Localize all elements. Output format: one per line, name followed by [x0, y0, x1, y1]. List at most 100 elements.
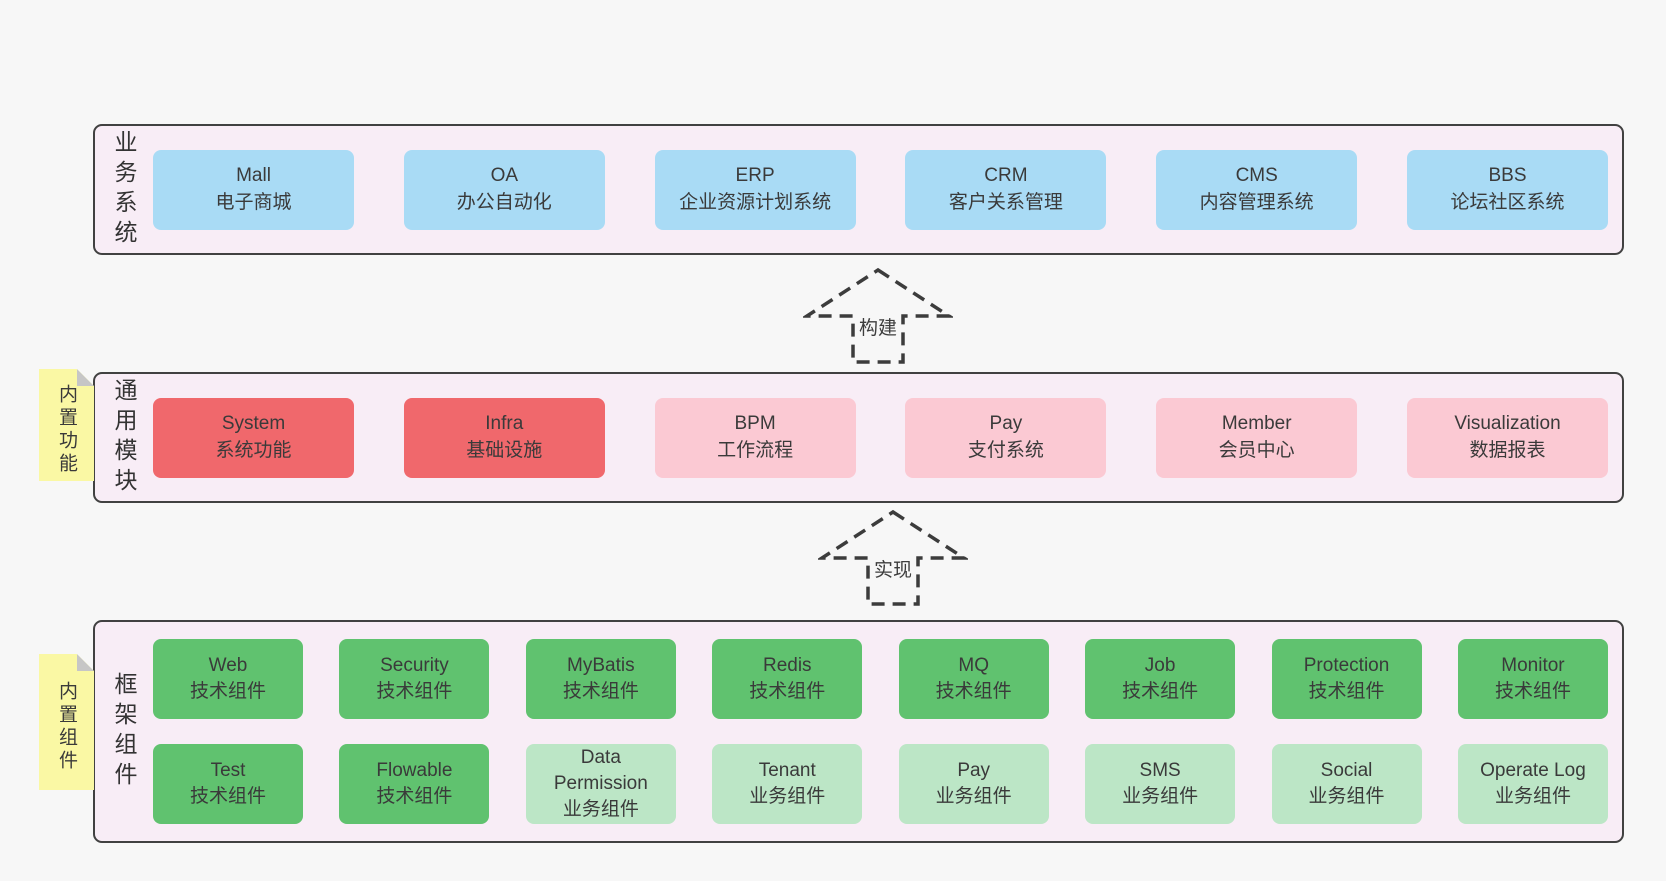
box-subtitle: 论坛社区系统 [1450, 191, 1565, 213]
box-title: ERP [735, 165, 775, 187]
box-subtitle: 技术组件 [1308, 681, 1385, 702]
layer-label-business: 业务系统 [111, 129, 137, 250]
diagram-box-mybatis: MyBatis 技术组件 [525, 639, 676, 719]
box-title: Visualization [1454, 413, 1561, 435]
layer-framework-components: 框架组件 Web 技术组件 Security 技术组件 MyBatis 技术组件 Redis… [93, 620, 1624, 843]
box-subtitle: 技术组件 [1122, 681, 1199, 702]
box-subtitle: 电子商城 [215, 191, 292, 213]
box-subtitle: 数据报表 [1469, 439, 1546, 461]
box-title: Test [210, 759, 246, 781]
box-subtitle: 会员中心 [1218, 439, 1295, 461]
layer-label-components: 框架组件 [111, 671, 137, 792]
diagram-box-visualization: Visualization 数据报表 [1406, 397, 1608, 478]
diagram-box-bbs: BBS 论坛社区系统 [1406, 149, 1608, 230]
box-title: Infra [485, 413, 524, 435]
box-subtitle: 基础设施 [466, 439, 543, 461]
box-row: Test 技术组件 Flowable 技术组件 Data Permission 业务组件 T… [153, 744, 1608, 824]
box-title: Mall [236, 165, 271, 187]
diagram-box-oa: OA 办公自动化 [403, 149, 605, 230]
box-subtitle: 技术组件 [935, 681, 1012, 702]
box-title: BBS [1488, 165, 1527, 187]
box-title: Data Permission [553, 746, 648, 794]
box-title: CMS [1235, 165, 1278, 187]
build-arrow-label: 构建 [855, 312, 901, 341]
diagram-box-mq: MQ 技术组件 [898, 639, 1049, 719]
sticky-note-built-in-components: 内置组件 [39, 654, 94, 790]
diagram-box-erp: ERP 企业资源计划系统 [654, 149, 856, 230]
box-subtitle: 企业资源计划系统 [679, 191, 832, 213]
box-title: Job [1144, 654, 1176, 676]
diagram-box-data-permission: Data Permission 业务组件 [525, 744, 676, 824]
box-title: Security [380, 654, 449, 676]
dashed-up-arrow-icon [818, 509, 968, 606]
box-title: MQ [958, 654, 989, 676]
box-subtitle: 客户关系管理 [948, 191, 1063, 213]
box-row: Mall 电子商城 OA 办公自动化 ERP 企业资源计划系统 CRM 客户关系管理 CMS 内容… [153, 149, 1608, 230]
box-title: Flowable [376, 759, 453, 781]
box-title: Pay [957, 759, 991, 781]
diagram-box-test: Test 技术组件 [153, 744, 303, 824]
implement-arrow: 实现 [818, 508, 968, 608]
box-subtitle: 工作流程 [717, 439, 794, 461]
diagram-box-flowable: Flowable 技术组件 [339, 744, 490, 824]
diagram-box-pay: Pay 支付系统 [905, 397, 1107, 478]
box-title: Web [208, 654, 248, 676]
diagram-box-pay: Pay 业务组件 [898, 744, 1049, 824]
box-subtitle: 业务组件 [1494, 786, 1571, 807]
box-subtitle: 业务组件 [562, 799, 639, 821]
box-subtitle: 技术组件 [1494, 681, 1571, 702]
box-title: Monitor [1501, 654, 1565, 676]
box-subtitle: 技术组件 [376, 786, 453, 807]
box-subtitle: 技术组件 [189, 681, 266, 702]
box-subtitle: 业务组件 [935, 786, 1012, 807]
box-title: OA [490, 165, 519, 187]
diagram-box-cms: CMS 内容管理系统 [1156, 149, 1358, 230]
diagram-box-web: Web 技术组件 [153, 639, 303, 719]
box-title: SMS [1139, 759, 1181, 781]
box-title: CRM [984, 165, 1028, 187]
build-arrow: 构建 [803, 266, 953, 366]
diagram-box-social: Social 业务组件 [1271, 744, 1422, 824]
box-subtitle: 办公自动化 [456, 191, 552, 213]
layer-boxes-business: Mall 电子商城 OA 办公自动化 ERP 企业资源计划系统 CRM 客户关系管理 CMS 内容… [153, 126, 1608, 253]
box-title: Social [1320, 759, 1373, 781]
dashed-up-arrow-icon [803, 267, 953, 364]
box-title: Tenant [758, 759, 816, 781]
box-subtitle: 支付系统 [967, 439, 1044, 461]
box-title: BPM [734, 413, 776, 435]
box-subtitle: 技术组件 [562, 681, 639, 702]
box-subtitle: 业务组件 [1308, 786, 1385, 807]
diagram-box-protection: Protection 技术组件 [1271, 639, 1422, 719]
diagram-box-monitor: Monitor 技术组件 [1457, 639, 1608, 719]
diagram-box-infra: Infra 基础设施 [403, 397, 605, 478]
layer-business-systems: 业务系统 Mall 电子商城 OA 办公自动化 ERP 企业资源计划系统 CRM 客户关系管理… [93, 124, 1624, 255]
box-title: Pay [989, 413, 1023, 435]
diagram-box-mall: Mall 电子商城 [153, 149, 354, 230]
diagram-box-job: Job 技术组件 [1085, 639, 1236, 719]
box-title: System [221, 413, 286, 435]
box-subtitle: 技术组件 [376, 681, 453, 702]
diagram-box-bpm: BPM 工作流程 [654, 397, 856, 478]
box-subtitle: 内容管理系统 [1199, 191, 1314, 213]
diagram-box-operate-log: Operate Log 业务组件 [1457, 744, 1608, 824]
box-title: Operate Log [1480, 759, 1586, 781]
diagram-box-crm: CRM 客户关系管理 [905, 149, 1107, 230]
note-text: 内置功能 [56, 384, 77, 476]
box-title: MyBatis [567, 654, 635, 676]
note-text: 内置组件 [56, 681, 77, 773]
box-title: Protection [1303, 654, 1390, 676]
box-title: Member [1221, 413, 1292, 435]
diagram-box-security: Security 技术组件 [339, 639, 490, 719]
sticky-note-built-in-functions: 内置功能 [39, 369, 94, 481]
box-subtitle: 技术组件 [189, 786, 266, 807]
